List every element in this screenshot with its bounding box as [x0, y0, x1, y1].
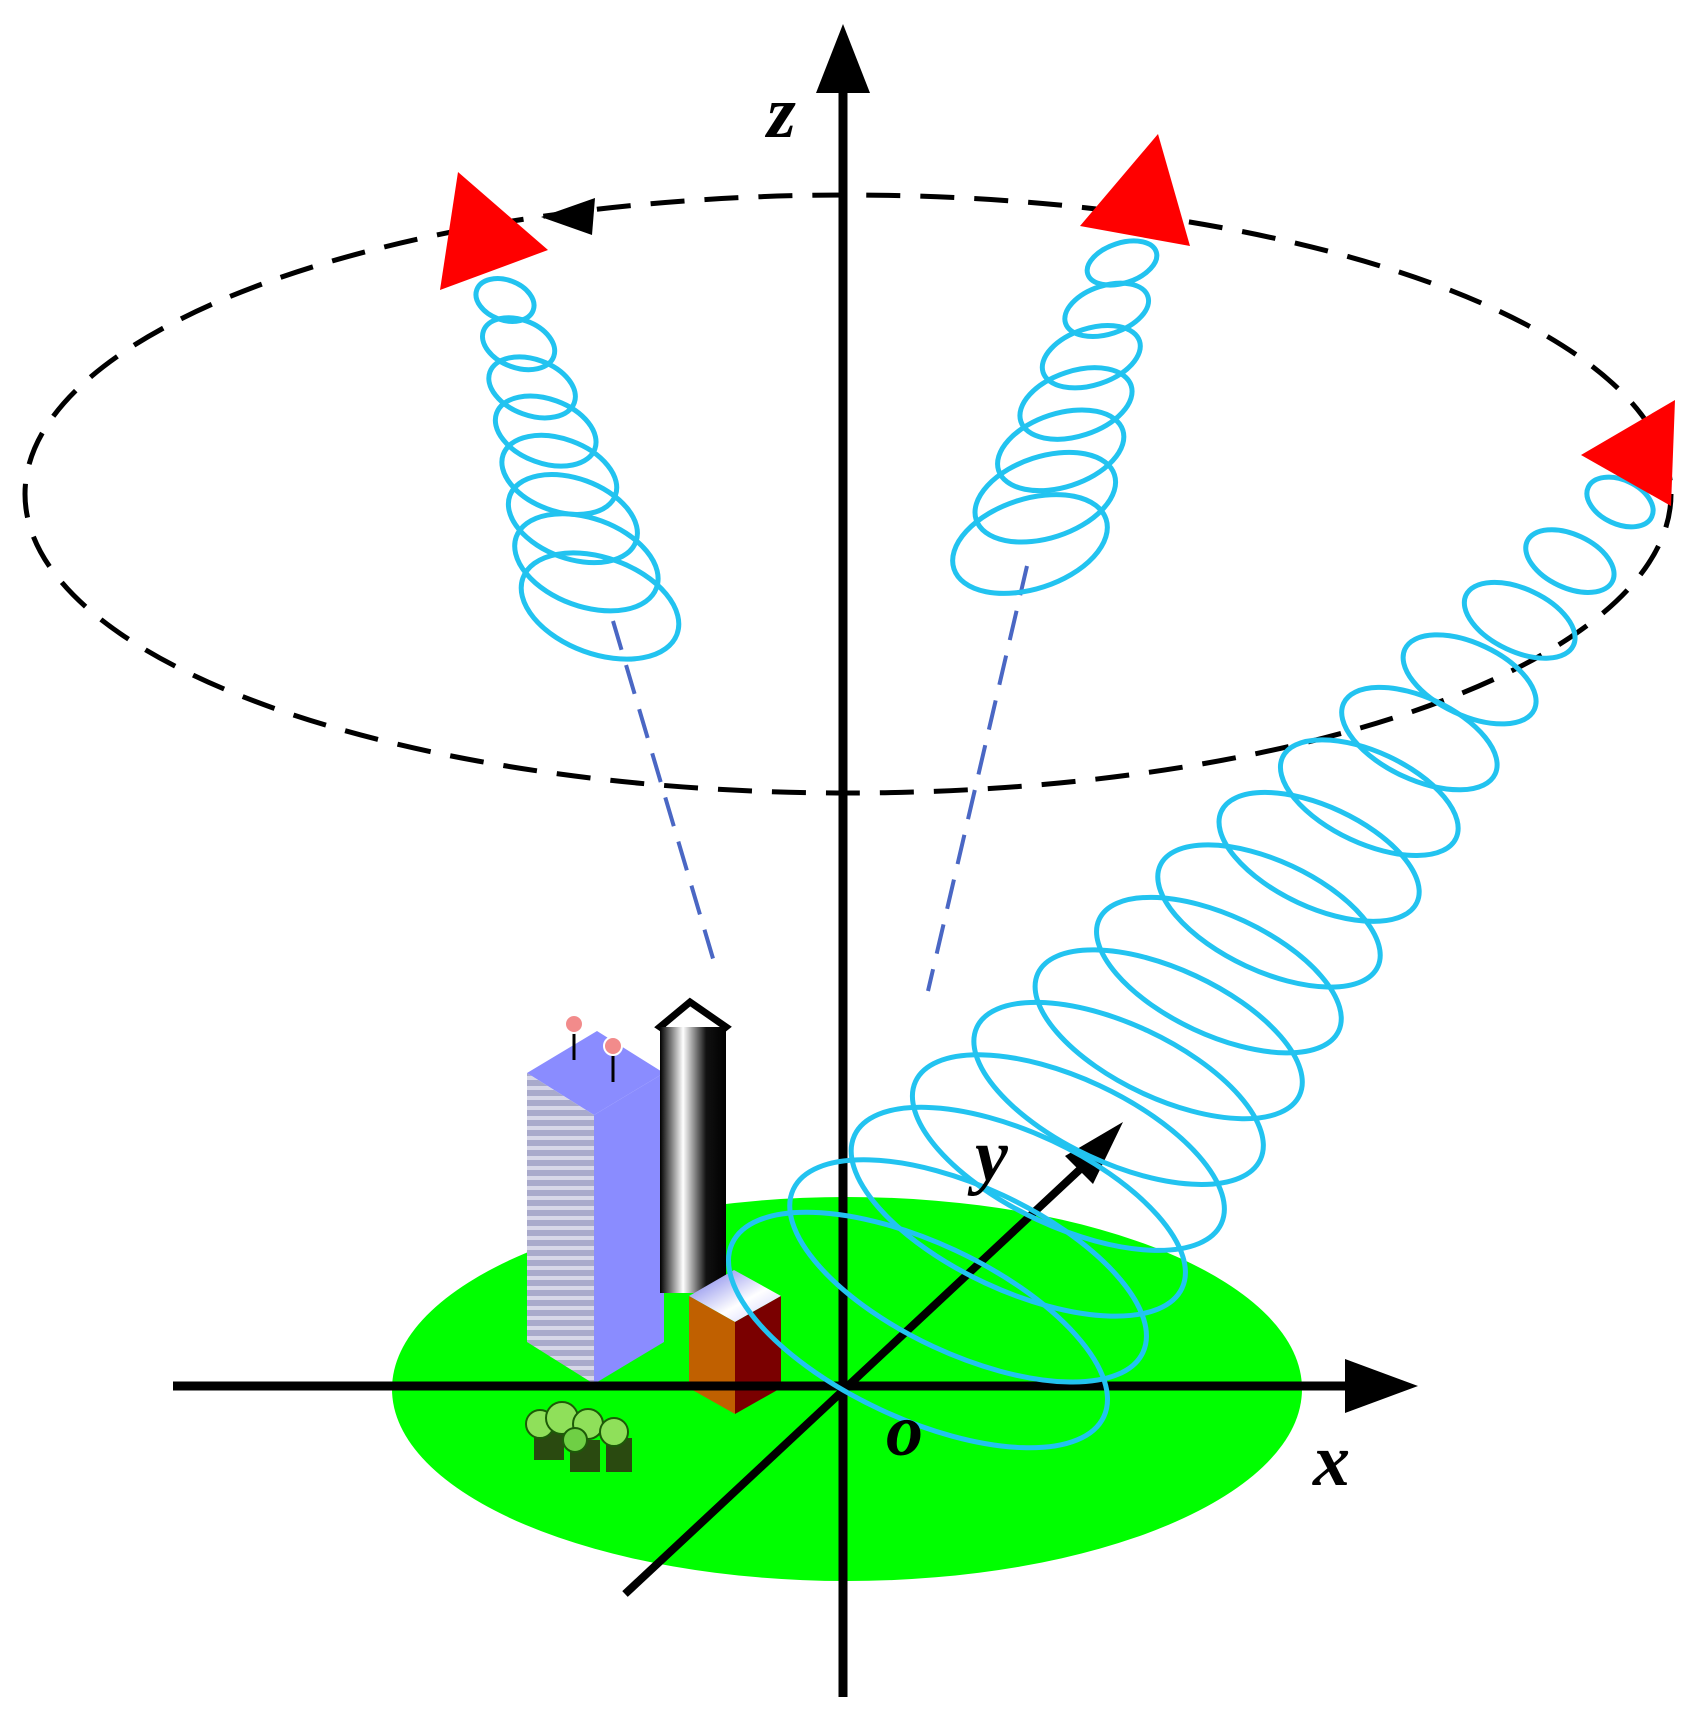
- helix-beam-1: [473, 276, 682, 662]
- helix-loop: [1277, 737, 1461, 859]
- helix-loop: [1094, 894, 1344, 1056]
- helix-loop: [1461, 579, 1578, 661]
- line-of-sight-2: [926, 565, 1029, 992]
- y-axis-arrowhead: [1065, 1122, 1123, 1184]
- z-axis-arrowhead: [816, 24, 870, 93]
- satellite-3: [1581, 400, 1675, 506]
- helix-loop: [518, 550, 682, 662]
- helix-loop: [1017, 365, 1135, 442]
- satellite-2: [1080, 134, 1190, 246]
- helix-beam-2: [950, 238, 1160, 596]
- orbit-direction-arrow: [541, 198, 595, 235]
- helix-loop: [1032, 947, 1305, 1122]
- helix-loop: [787, 1157, 1149, 1385]
- antenna-icon: [564, 1014, 623, 1082]
- line-of-sight-1: [611, 620, 719, 973]
- tower-icon: [654, 997, 732, 1293]
- helix-loop: [909, 1052, 1227, 1253]
- helix-loop: [848, 1104, 1188, 1319]
- helix-loop: [1155, 842, 1383, 990]
- helix-loop: [1216, 789, 1422, 924]
- helix-loop: [1523, 527, 1617, 595]
- satellite-triangle-icon: [1080, 134, 1190, 246]
- helix-loop: [950, 492, 1110, 596]
- helix-loop: [486, 354, 578, 421]
- origin-label: o: [886, 1390, 923, 1472]
- helix-loop: [726, 1209, 1110, 1451]
- helix-loop: [1062, 280, 1152, 339]
- helix-loop: [512, 511, 661, 614]
- orbit-path: [22, 192, 1674, 796]
- x-axis-label: x: [1312, 1420, 1350, 1502]
- helix-loop: [480, 315, 558, 373]
- helix-loop: [1339, 684, 1500, 793]
- y-axis: [622, 1157, 1093, 1597]
- x-axis-arrowhead: [1345, 1359, 1418, 1413]
- helix-loop: [492, 393, 599, 469]
- trees-icon: [525, 1401, 632, 1472]
- satellite-triangle-icon: [1581, 400, 1675, 506]
- axes: [173, 24, 1418, 1697]
- helix-loop: [995, 407, 1127, 494]
- helix-loop: [1039, 323, 1143, 391]
- satellite-triangle-icon: [440, 172, 548, 290]
- helix-beam-3: [726, 474, 1656, 1451]
- z-axis-label: z: [764, 72, 796, 154]
- satellite-1: [440, 172, 548, 290]
- building-icon: [527, 1014, 664, 1384]
- helix-loop: [971, 999, 1266, 1187]
